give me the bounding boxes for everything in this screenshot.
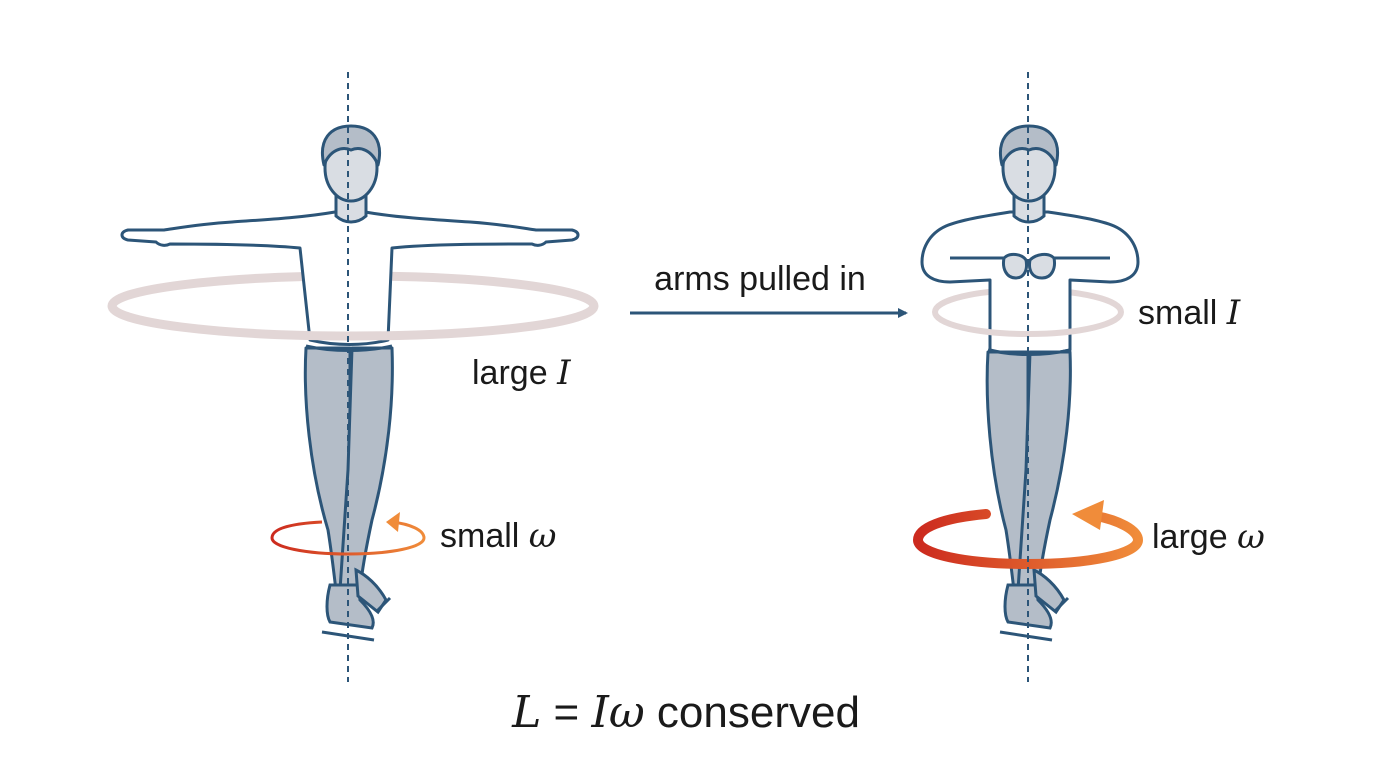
right-skater (912, 124, 1144, 642)
left-omega-ring (270, 520, 426, 556)
left-leg-right (338, 346, 394, 592)
transition-arrow-label: arms pulled in (654, 260, 866, 298)
right-omega-label: large ω (1152, 517, 1265, 557)
left-torso-arms (120, 210, 580, 346)
right-fist-right (1028, 252, 1056, 280)
right-skates (999, 567, 1070, 642)
right-waistband (987, 348, 1071, 356)
left-head (321, 124, 381, 203)
right-hair (999, 124, 1059, 167)
right-omega-ring (912, 509, 1144, 570)
right-fist-left (1002, 252, 1028, 280)
left-inertia-label: large I (472, 353, 571, 393)
right-inertia-label: small I (1138, 293, 1241, 333)
left-skates (321, 567, 392, 642)
left-neck (334, 194, 368, 224)
left-omega-label: small ω (440, 516, 557, 556)
left-omega-arrowhead (386, 512, 400, 532)
right-head (999, 124, 1059, 203)
right-omega-arrowhead (1072, 500, 1104, 530)
right-leg-right (1016, 350, 1072, 592)
conservation-equation: L = Iω conserved (511, 687, 860, 738)
right-inertia-ring-front (932, 311, 1124, 337)
left-inertia-ring-front (107, 305, 599, 341)
left-hair (321, 124, 381, 167)
left-skater (107, 124, 599, 642)
